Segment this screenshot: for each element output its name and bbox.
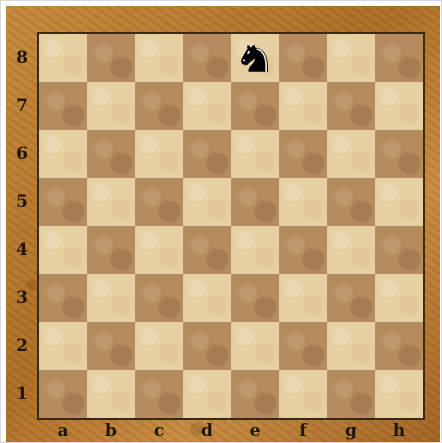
square-e7[interactable]: [231, 82, 279, 130]
rank-label: 5: [11, 178, 33, 226]
square-a2[interactable]: [39, 322, 87, 370]
file-labels: a b c d e f g h: [39, 419, 423, 443]
rank-label: 1: [11, 370, 33, 418]
square-f7[interactable]: [279, 82, 327, 130]
file-label: h: [375, 419, 423, 443]
square-f8[interactable]: [279, 34, 327, 82]
rank-label: 4: [11, 226, 33, 274]
file-label: c: [135, 419, 183, 443]
square-h2[interactable]: [375, 322, 423, 370]
square-a6[interactable]: [39, 130, 87, 178]
square-g7[interactable]: [327, 82, 375, 130]
file-label: e: [231, 419, 279, 443]
square-g2[interactable]: [327, 322, 375, 370]
square-g1[interactable]: [327, 370, 375, 418]
square-c1[interactable]: [135, 370, 183, 418]
chessboard: [39, 34, 423, 418]
rank-label: 2: [11, 322, 33, 370]
rank-labels: 8 7 6 5 4 3 2 1: [11, 34, 33, 418]
square-e8[interactable]: [231, 34, 279, 82]
square-c5[interactable]: [135, 178, 183, 226]
square-e4[interactable]: [231, 226, 279, 274]
square-e3[interactable]: [231, 274, 279, 322]
square-h8[interactable]: [375, 34, 423, 82]
square-d8[interactable]: [183, 34, 231, 82]
square-b6[interactable]: [87, 130, 135, 178]
square-c7[interactable]: [135, 82, 183, 130]
square-b8[interactable]: [87, 34, 135, 82]
rank-label: 3: [11, 274, 33, 322]
square-f5[interactable]: [279, 178, 327, 226]
square-e2[interactable]: [231, 322, 279, 370]
file-label: f: [279, 419, 327, 443]
rank-label: 8: [11, 34, 33, 82]
file-label: a: [39, 419, 87, 443]
square-g6[interactable]: [327, 130, 375, 178]
square-e1[interactable]: [231, 370, 279, 418]
square-a4[interactable]: [39, 226, 87, 274]
square-f3[interactable]: [279, 274, 327, 322]
file-label: b: [87, 419, 135, 443]
square-g4[interactable]: [327, 226, 375, 274]
square-h4[interactable]: [375, 226, 423, 274]
square-a1[interactable]: [39, 370, 87, 418]
square-d3[interactable]: [183, 274, 231, 322]
square-d1[interactable]: [183, 370, 231, 418]
square-h3[interactable]: [375, 274, 423, 322]
square-c2[interactable]: [135, 322, 183, 370]
square-f6[interactable]: [279, 130, 327, 178]
square-a5[interactable]: [39, 178, 87, 226]
square-c8[interactable]: [135, 34, 183, 82]
square-h5[interactable]: [375, 178, 423, 226]
file-label: g: [327, 419, 375, 443]
square-g3[interactable]: [327, 274, 375, 322]
file-label: d: [183, 419, 231, 443]
rank-label: 7: [11, 82, 33, 130]
square-h1[interactable]: [375, 370, 423, 418]
square-h6[interactable]: [375, 130, 423, 178]
square-g8[interactable]: [327, 34, 375, 82]
square-a7[interactable]: [39, 82, 87, 130]
square-f4[interactable]: [279, 226, 327, 274]
square-h7[interactable]: [375, 82, 423, 130]
square-b5[interactable]: [87, 178, 135, 226]
square-b3[interactable]: [87, 274, 135, 322]
square-c4[interactable]: [135, 226, 183, 274]
black-knight-icon[interactable]: [237, 40, 273, 76]
rank-label: 6: [11, 130, 33, 178]
square-b2[interactable]: [87, 322, 135, 370]
square-g5[interactable]: [327, 178, 375, 226]
square-b4[interactable]: [87, 226, 135, 274]
square-d6[interactable]: [183, 130, 231, 178]
square-d4[interactable]: [183, 226, 231, 274]
square-c3[interactable]: [135, 274, 183, 322]
square-e6[interactable]: [231, 130, 279, 178]
square-f2[interactable]: [279, 322, 327, 370]
square-d5[interactable]: [183, 178, 231, 226]
square-a8[interactable]: [39, 34, 87, 82]
square-d7[interactable]: [183, 82, 231, 130]
square-d2[interactable]: [183, 322, 231, 370]
square-e5[interactable]: [231, 178, 279, 226]
square-a3[interactable]: [39, 274, 87, 322]
square-f1[interactable]: [279, 370, 327, 418]
square-b7[interactable]: [87, 82, 135, 130]
square-c6[interactable]: [135, 130, 183, 178]
square-b1[interactable]: [87, 370, 135, 418]
